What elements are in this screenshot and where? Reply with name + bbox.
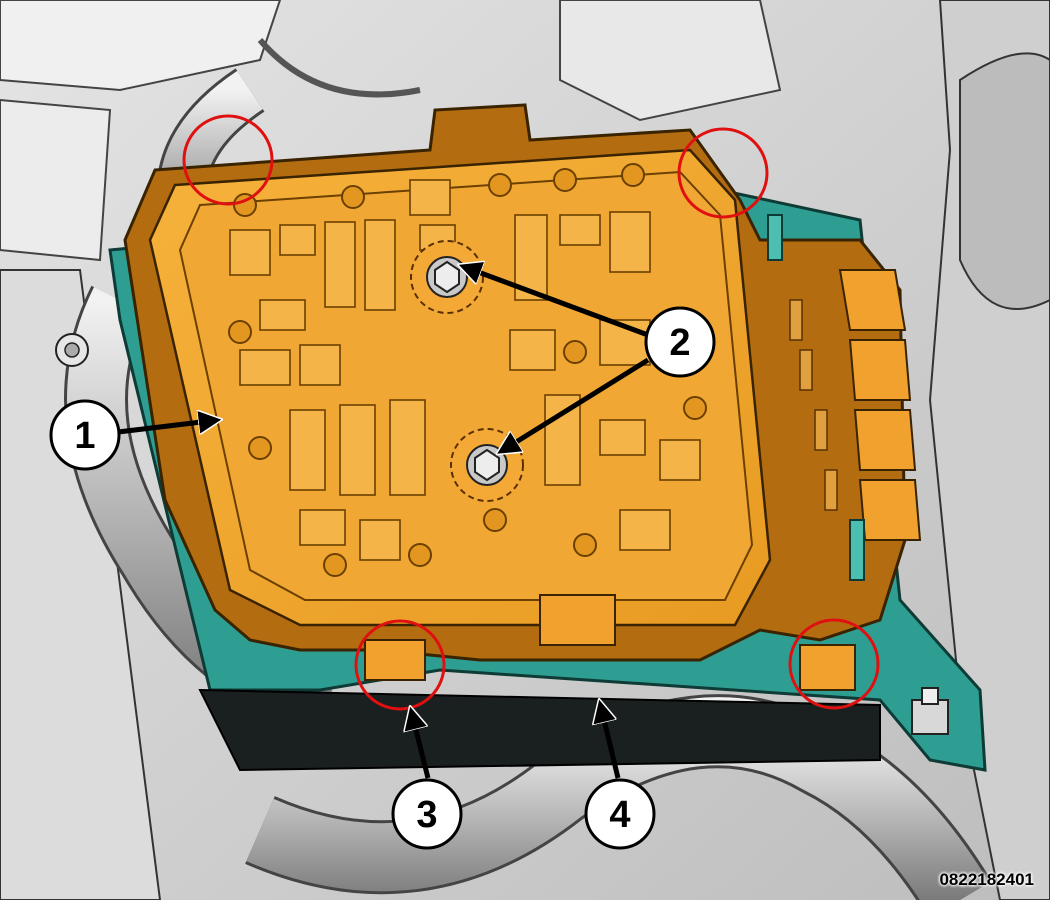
callout-1: 1 [49, 399, 121, 471]
callout-2: 2 [644, 306, 716, 378]
retaining-nut-upper-icon [410, 240, 484, 314]
callout-arrow-icon [117, 420, 218, 432]
callout-arrows [117, 266, 650, 779]
highlight-ring-icon [182, 114, 274, 206]
callout-4: 4 [584, 778, 656, 850]
callout-1-label: 1 [74, 415, 95, 457]
figure-id: 0822182401 [939, 870, 1034, 889]
callout-arrow-icon [500, 357, 650, 452]
bracket-nut-icon [911, 687, 949, 735]
callout-arrow-icon [462, 266, 649, 338]
callout-3: 3 [391, 778, 463, 850]
callout-arrow-icon [600, 703, 621, 779]
highlight-ring-icon [677, 127, 769, 219]
callout-4-label: 4 [609, 794, 630, 836]
callout-arrow-icon [411, 710, 431, 779]
retaining-nut-lower-icon [450, 428, 524, 502]
background-nut-icon [55, 333, 89, 367]
fuse-box-housing [123, 103, 922, 691]
callout-3-label: 3 [416, 794, 437, 836]
callout-2-label: 2 [669, 322, 690, 364]
highlight-ring-icon [354, 619, 446, 711]
highlight-ring-icon [788, 618, 880, 710]
clip-highlight-rings [182, 114, 880, 711]
